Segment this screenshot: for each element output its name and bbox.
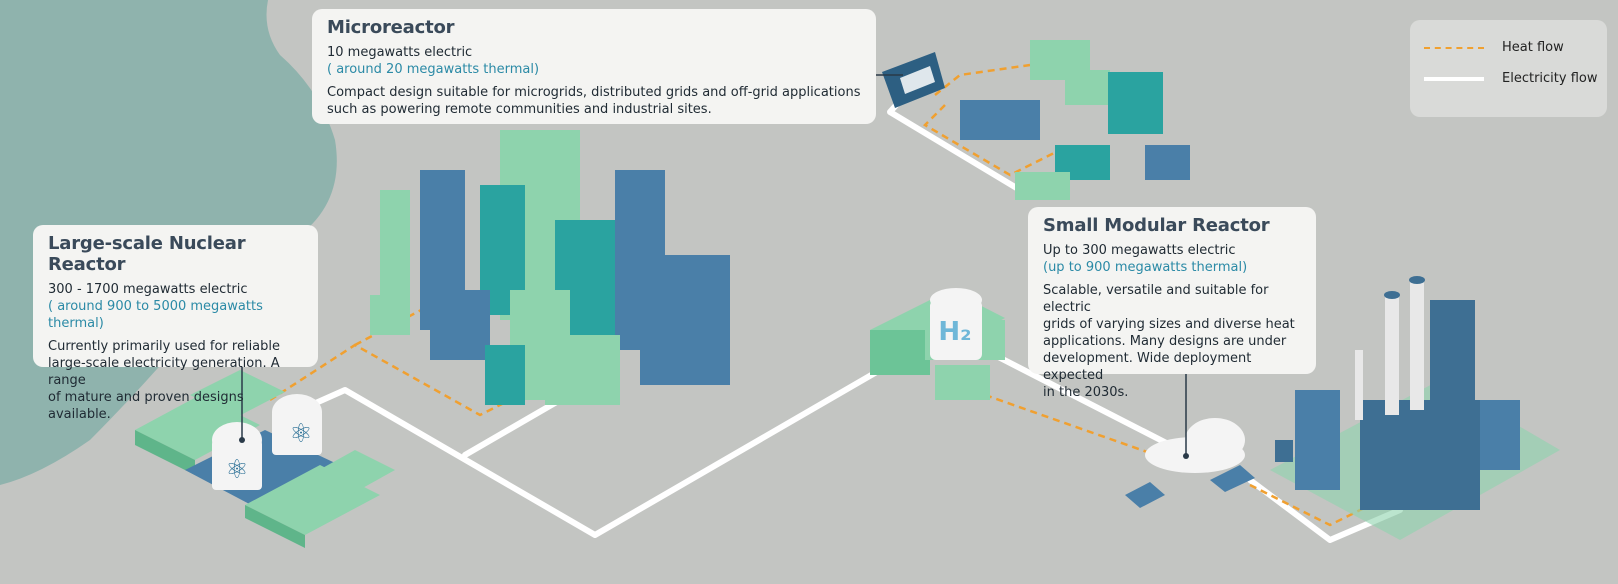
large-reactor-description: Currently primarily used for reliable la… bbox=[48, 339, 281, 422]
atom-icon: ⚛ bbox=[225, 455, 248, 485]
microreactor-unit bbox=[882, 52, 945, 108]
smr-card: Small Modular Reactor Up to 300 megawatt… bbox=[1028, 207, 1316, 400]
smr-description: Scalable, versatile and suitable for ele… bbox=[1043, 283, 1295, 400]
village-houses bbox=[960, 40, 1190, 200]
smr-thermal: (up to 900 megawatts thermal) bbox=[1043, 260, 1248, 275]
large-reactor-electric: 300 - 1700 megawatts electric bbox=[48, 282, 248, 297]
legend-heat-flow: Heat flow bbox=[1424, 40, 1564, 55]
electricity-flow-swatch bbox=[1424, 76, 1484, 81]
legend: Heat flow Electricity flow bbox=[1410, 20, 1607, 117]
large-reactor-thermal: ( around 900 to 5000 megawatts thermal) bbox=[48, 299, 263, 331]
large-reactor-complex: ⚛ ⚛ bbox=[135, 370, 395, 548]
atom-icon: ⚛ bbox=[289, 419, 312, 449]
large-reactor-title: Large-scale Nuclear Reactor bbox=[48, 233, 246, 275]
legend-electricity-flow: Electricity flow bbox=[1424, 71, 1597, 86]
smr-electric: Up to 300 megawatts electric bbox=[1043, 243, 1236, 258]
hydrogen-label: H₂ bbox=[938, 317, 971, 347]
hydrogen-plant bbox=[870, 288, 1005, 400]
smr-modules bbox=[1125, 418, 1255, 508]
electricity-flow-label: Electricity flow bbox=[1502, 71, 1598, 86]
microreactor-thermal: ( around 20 megawatts thermal) bbox=[327, 62, 540, 77]
microreactor-card: Microreactor 10 megawatts electric ( aro… bbox=[312, 9, 876, 124]
callout-pointers bbox=[241, 74, 1187, 456]
large-reactor-card: Large-scale Nuclear Reactor 300 - 1700 m… bbox=[33, 225, 318, 422]
microreactor-title: Microreactor bbox=[327, 17, 455, 38]
heat-flow-label: Heat flow bbox=[1502, 40, 1564, 55]
industrial-site bbox=[1270, 276, 1560, 540]
callout-dot bbox=[239, 437, 245, 443]
smr-title: Small Modular Reactor bbox=[1043, 215, 1270, 236]
callout-dot bbox=[1183, 453, 1189, 459]
microreactor-electric: 10 megawatts electric bbox=[327, 45, 473, 60]
heat-flow-swatch bbox=[1424, 46, 1484, 49]
city-buildings bbox=[370, 130, 730, 405]
microreactor-description: Compact design suitable for microgrids, … bbox=[327, 85, 861, 117]
